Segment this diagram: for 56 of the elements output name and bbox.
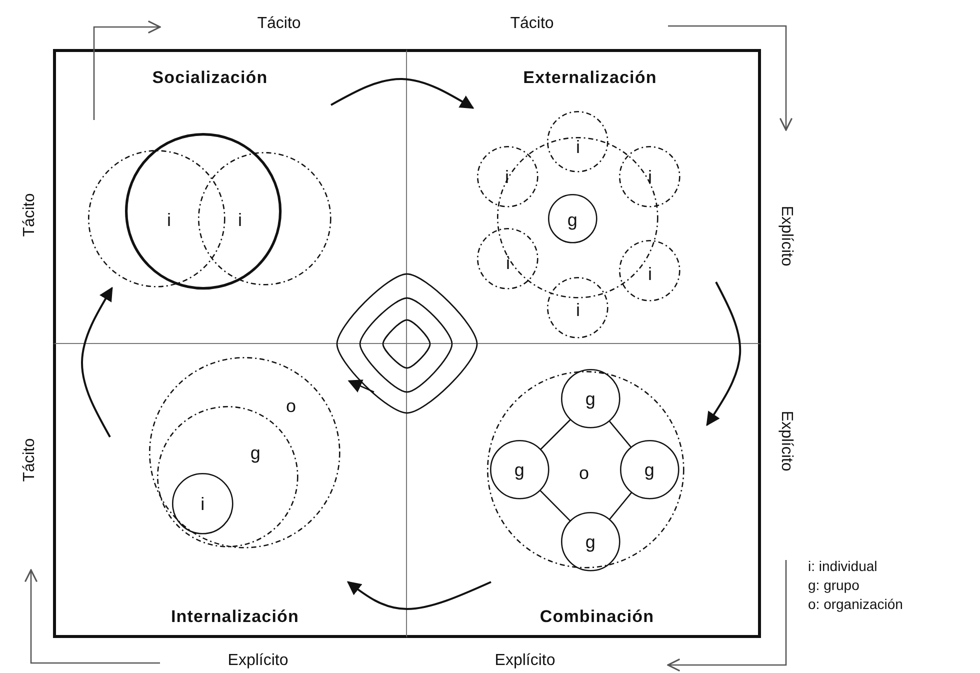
- member-letter: i: [648, 264, 652, 283]
- quadrant-title: Socialización: [152, 68, 268, 88]
- quadrant-panel: [53, 49, 407, 344]
- connector-line: [608, 492, 632, 520]
- dash-dot-circle: [88, 150, 226, 288]
- legend-entry: i: individual: [808, 559, 878, 573]
- circle-outline: [620, 440, 679, 499]
- connector-line: [540, 490, 572, 522]
- axis-label: Tácito: [257, 16, 301, 32]
- circle-outline: [548, 194, 597, 243]
- dash-dot-circle: [198, 152, 332, 286]
- axis-label: Explícito: [778, 410, 794, 472]
- member-letter: g: [514, 461, 524, 480]
- member-letter: g: [644, 461, 654, 480]
- dash-dot-circle: [547, 111, 609, 173]
- quadrant-panel: [53, 344, 407, 638]
- connector-line: [540, 419, 571, 450]
- member-letter: i: [576, 138, 580, 156]
- circle-outline: [490, 440, 549, 499]
- quadrant-title: Combinación: [540, 607, 654, 627]
- quadrant-panel: [407, 49, 761, 344]
- member-letter: i: [166, 210, 171, 229]
- dash-dot-circle: [477, 228, 539, 290]
- member-letter: g: [567, 211, 578, 230]
- axis-label: Tácito: [510, 16, 554, 32]
- axis-label: Tácito: [22, 438, 38, 482]
- member-letter: i: [200, 494, 205, 513]
- dash-dot-circle: [547, 277, 609, 339]
- axis-label: Explícito: [494, 653, 556, 669]
- bold-circle: [124, 132, 282, 290]
- legend-entry: g: grupo: [808, 578, 860, 592]
- member-letter: o: [286, 396, 296, 415]
- member-letter: o: [578, 464, 589, 482]
- circle-outline: [560, 368, 620, 428]
- dash-dot-circle: [497, 137, 659, 299]
- dash-dot-circle: [487, 371, 685, 569]
- quadrant-title: Externalización: [523, 68, 657, 88]
- dash-dot-circle: [619, 240, 681, 302]
- member-letter: i: [238, 210, 242, 229]
- legend-entry: o: organización: [808, 597, 903, 611]
- member-letter: i: [576, 300, 580, 319]
- member-letter: g: [250, 444, 260, 462]
- dash-dot-circle: [149, 357, 341, 549]
- connector-line: [609, 420, 632, 448]
- axis-label: Explícito: [228, 653, 288, 669]
- circle-outline: [560, 512, 620, 571]
- member-letter: g: [585, 533, 596, 552]
- quadrant-title: Internalización: [170, 607, 300, 627]
- dash-dot-circle: [619, 146, 681, 208]
- axis-label: Tácito: [22, 193, 38, 237]
- member-letter: i: [506, 254, 510, 272]
- axis-label: Explícito: [778, 206, 794, 266]
- quadrant-panel: [407, 344, 761, 638]
- dash-dot-circle: [477, 146, 539, 208]
- member-letter: g: [585, 390, 596, 408]
- circle-outline: [172, 473, 234, 534]
